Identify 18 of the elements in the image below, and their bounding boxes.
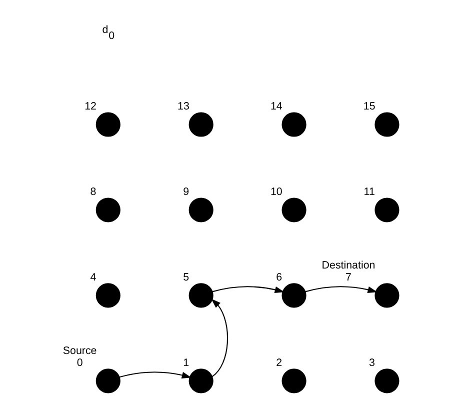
node-label: 6 <box>276 271 282 284</box>
node-label: 15 <box>362 100 375 113</box>
node-label: 0 <box>76 356 82 369</box>
node-label: 14 <box>270 100 282 113</box>
node-label: 5 <box>182 271 189 284</box>
node-label: 9 <box>182 186 189 198</box>
node-label: 4 <box>90 271 96 284</box>
node-label: Source <box>62 345 96 358</box>
node-label: 11 <box>363 186 374 198</box>
node-label: 2 <box>276 356 282 369</box>
node-label: 1 <box>182 356 189 369</box>
node-label: 7 <box>345 271 351 284</box>
node-label: 13 <box>177 100 189 113</box>
node-label: 10 <box>270 186 282 198</box>
node-label: 3 <box>368 356 374 369</box>
node-label: Destination <box>321 260 375 272</box>
node-label: 12 <box>84 100 96 113</box>
node-label: 8 <box>90 186 96 198</box>
